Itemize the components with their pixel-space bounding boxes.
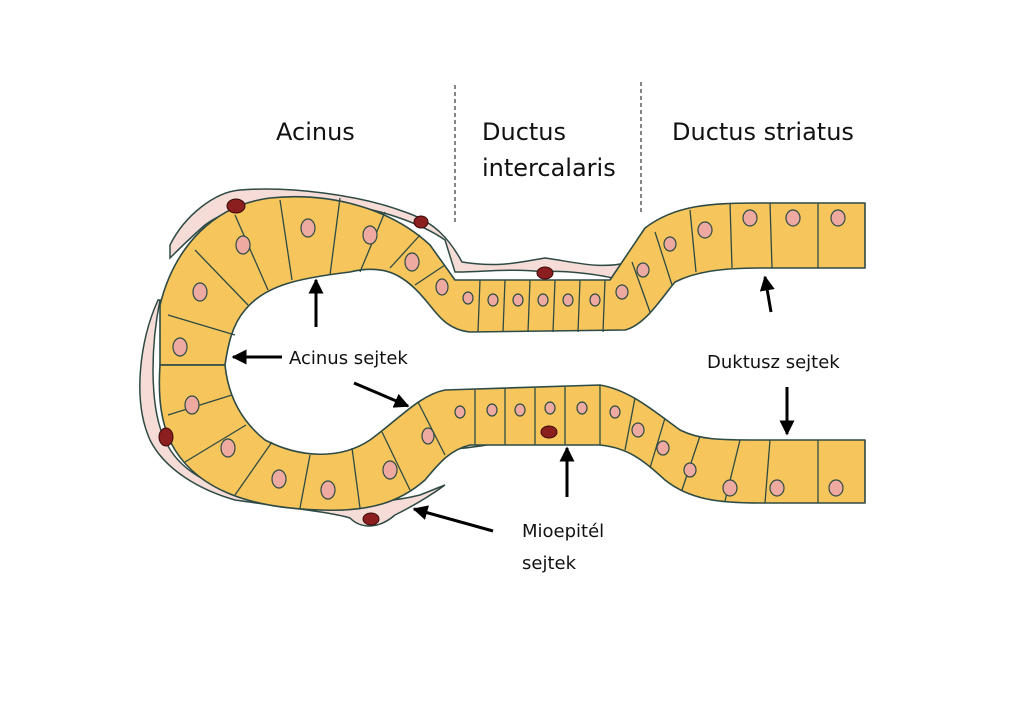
- label-ductus-intercalaris-line1: Ductus: [482, 118, 567, 146]
- label-ductus-striatus: Ductus striatus: [672, 118, 854, 146]
- arrow-acinus-diag: [353, 381, 410, 408]
- label-mioepitel-line2: sejtek: [522, 553, 577, 574]
- label-acinus: Acinus: [276, 118, 355, 146]
- label-acinus-sejtek: Acinus sejtek: [289, 348, 408, 369]
- arrow-duct-up: [759, 275, 775, 313]
- pointer-arrows: [231, 275, 795, 533]
- arrow-myo-left: [412, 505, 494, 533]
- label-mioepitel-line1: Mioepitél: [522, 521, 605, 542]
- lower-epithelium: [158, 364, 866, 512]
- upper-epithelium: [159, 195, 866, 366]
- myoepithelial-nuclei: [158, 198, 558, 526]
- cell-boundaries: [160, 197, 819, 509]
- label-duktusz-sejtek: Duktusz sejtek: [707, 352, 840, 373]
- cell-nuclei: [172, 209, 846, 500]
- label-ductus-intercalaris-line2: intercalaris: [482, 154, 616, 182]
